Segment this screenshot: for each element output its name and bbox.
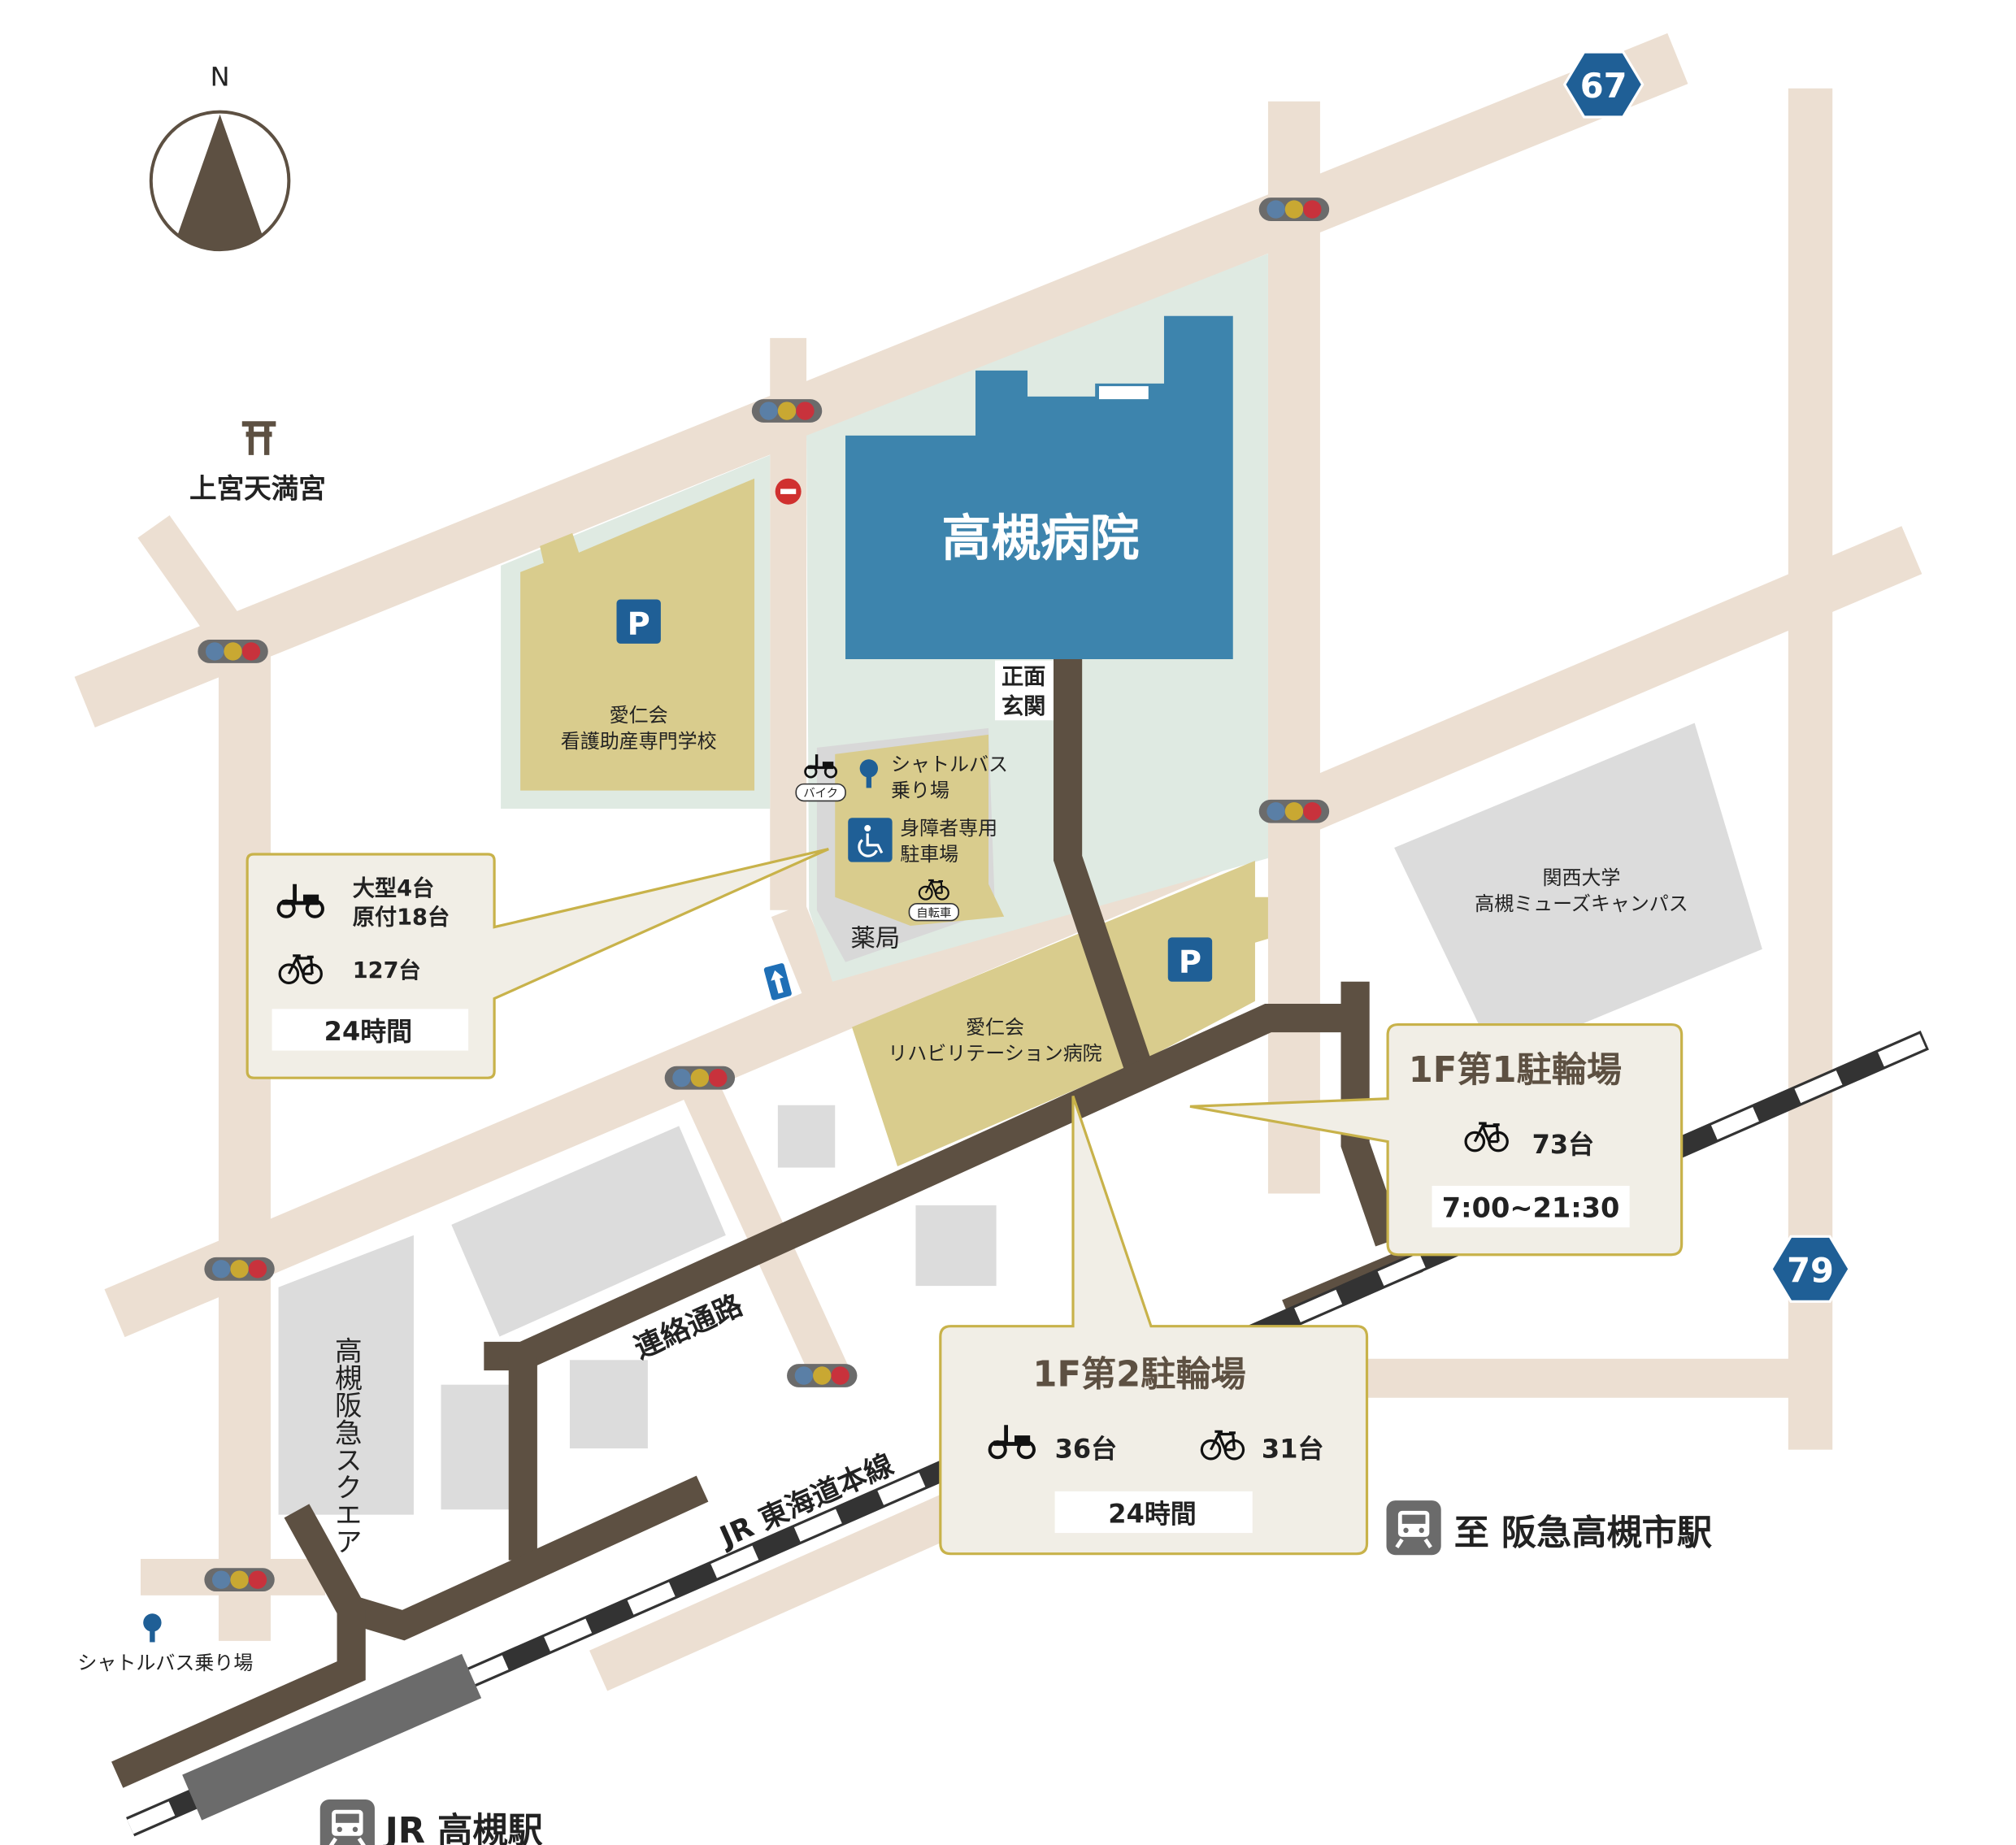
- svg-text:P: P: [1179, 944, 1201, 981]
- opening-hours: 7:00~21:30: [1442, 1192, 1620, 1223]
- wheelchair-icon: [848, 818, 893, 862]
- takatsuki-hospital-building: [845, 315, 1233, 660]
- surrounding-buildings: [278, 723, 1762, 1515]
- bicycle-count: 127台: [353, 957, 421, 983]
- rehab-hospital-building: [852, 861, 1268, 1166]
- callout-title: 1F第1駐輪場: [1409, 1050, 1622, 1091]
- shrine-label: 上宮天満宮: [189, 473, 326, 505]
- shuttle-bus-label: シャトルバス: [891, 753, 1008, 776]
- pharmacy-label: 薬局: [850, 925, 900, 953]
- route-67-sign: 67: [1562, 50, 1645, 119]
- north-label: N: [211, 62, 230, 93]
- jr-station-label: JR 高槻駅: [383, 1811, 543, 1845]
- parking-lot-building: [835, 734, 1005, 926]
- west-parking-callout: 大型4台 原付18台 127台 24時間: [245, 848, 829, 1079]
- parking-sign-icon: P: [616, 599, 661, 644]
- torii-shrine-icon: [241, 421, 276, 455]
- first-bicycle-parking-callout: 1F第1駐輪場 73台 7:00~21:30: [1189, 1022, 1684, 1257]
- motorcycle-count: 36台: [1055, 1433, 1118, 1464]
- disabled-parking-label: 身障者専用: [900, 817, 997, 840]
- bicycle-count: 73台: [1532, 1129, 1595, 1160]
- disabled-parking-label-2: 駐車場: [900, 843, 958, 866]
- bus-stop-icon-2: [143, 1613, 162, 1643]
- rehab-hospital-label-2: リハビリテーション病院: [888, 1042, 1101, 1065]
- svg-text:P: P: [628, 606, 650, 643]
- jr-station-train-icon: [320, 1799, 375, 1845]
- hankyu-square-label: 高槻阪急スクエア: [330, 1336, 362, 1555]
- north-compass-icon: N: [149, 62, 291, 252]
- parking-sign-icon-2: P: [1167, 937, 1213, 982]
- kansai-university-label: 関西大学: [1542, 866, 1620, 889]
- main-entrance-label: 正面: [1001, 664, 1045, 689]
- roads: [74, 33, 1923, 1691]
- callout-title: 1F第2駐輪場: [1032, 1354, 1245, 1395]
- rehab-hospital-label: 愛仁会: [966, 1016, 1024, 1039]
- shuttle-stop-label: シャトルバス乗り場: [77, 1652, 253, 1674]
- bike-parking-label: バイク: [803, 787, 838, 801]
- one-way-sign-icon: [763, 963, 792, 1001]
- nursing-school-label: 愛仁会: [610, 704, 668, 727]
- kansai-university-label-2: 高槻ミューズキャンパス: [1475, 892, 1688, 915]
- second-bicycle-parking-callout: 1F第2駐輪場 36台 31台 24時間: [939, 1096, 1369, 1556]
- bicycle-count: 31台: [1262, 1433, 1324, 1464]
- jr-station-platform: [182, 1653, 482, 1821]
- svg-text:67: 67: [1580, 66, 1627, 106]
- hankyu-train-icon: [1387, 1500, 1441, 1555]
- bicycle-parking-label: 自転車: [916, 906, 951, 920]
- opening-hours: 24時間: [324, 1016, 412, 1047]
- nursing-school-label-2: 看護助産専門学校: [561, 730, 717, 753]
- opening-hours: 24時間: [1108, 1498, 1196, 1529]
- main-entrance-label-2: 玄関: [1001, 693, 1045, 719]
- svg-text:79: 79: [1787, 1250, 1834, 1290]
- moped-count: 原付18台: [353, 904, 450, 930]
- hospital-label: 高槻病院: [941, 510, 1139, 567]
- no-entry-icon: [775, 478, 802, 505]
- bus-stop-icon: [859, 759, 879, 788]
- hankyu-direction-label: 至 阪急高槻市駅: [1454, 1513, 1712, 1553]
- shuttle-bus-label-2: 乗り場: [891, 779, 949, 802]
- large-motorcycle-count: 大型4台: [353, 875, 434, 901]
- route-79-sign: 79: [1770, 1235, 1851, 1303]
